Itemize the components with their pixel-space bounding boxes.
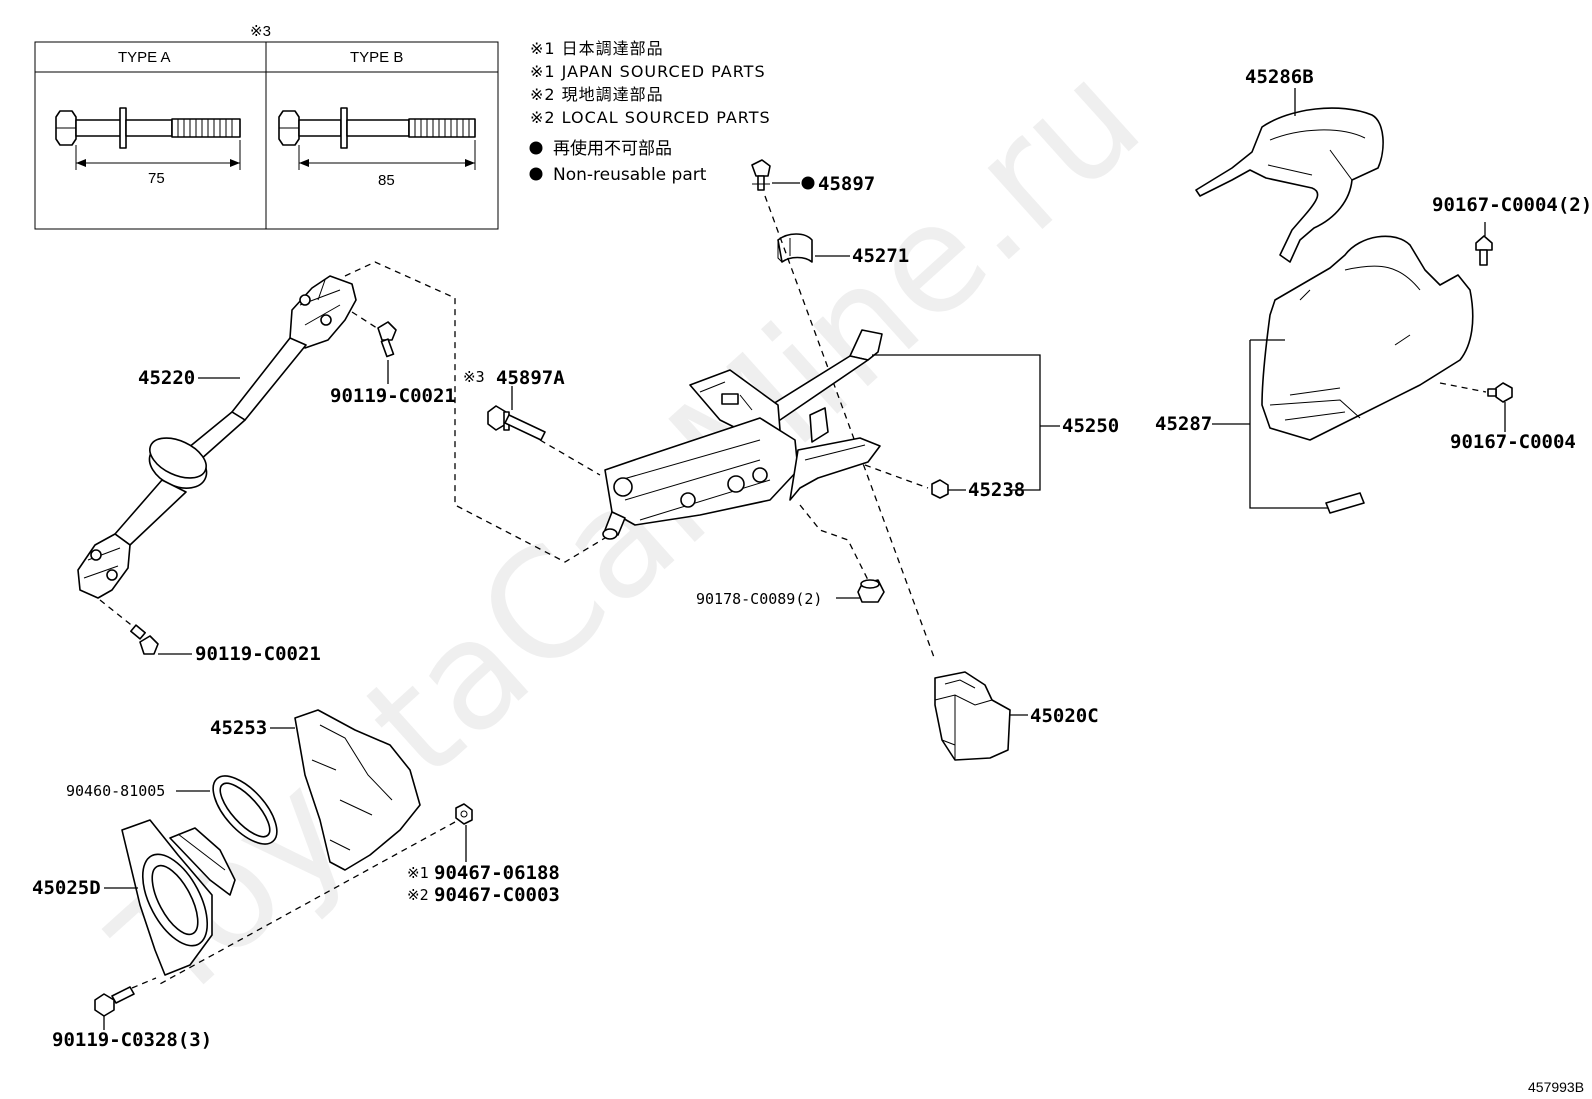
type-b-bolt-illustration: 85: [278, 107, 476, 189]
upper-column-cover: [1195, 107, 1384, 263]
steering-column-45250: [602, 329, 883, 540]
part-label-90119-c0328-3: 90119-C0328(3): [52, 1029, 212, 1051]
part-label-45271: 45271: [852, 245, 909, 267]
part-label-45897A: 45897A: [496, 367, 565, 389]
legend-local-jp: ※2 現地調達部品: [530, 85, 664, 104]
part-label-45220: 45220: [138, 367, 195, 389]
column-hole-boot-45025D: [121, 819, 236, 976]
legend: ※1 日本調達部品 ※1 JAPAN SOURCED PARTS ※2 現地調達…: [529, 39, 771, 185]
part-label-45025D: 45025D: [32, 877, 101, 899]
part-label-90119-c0021-lower: 90119-C0021: [195, 643, 321, 665]
bolt-icon: [130, 624, 159, 655]
legend-nonreusable-jp: 再使用不可部品: [553, 138, 672, 159]
part-label-45253: 45253: [210, 717, 267, 739]
bolt-type-inset: ※3 TYPE A TYPE B 75: [34, 23, 499, 230]
non-reusable-dot-icon: [801, 176, 815, 190]
part-label-45897: 45897: [818, 173, 875, 195]
pin-45897: [751, 159, 771, 191]
lower-column-cover: [1261, 235, 1474, 441]
part-label-90467-c0003: 90467-C0003: [434, 884, 560, 906]
seal-ring-90460: [212, 775, 278, 845]
grommet-90178: [857, 579, 885, 603]
part-label-90167-c0004: 90167-C0004: [1450, 431, 1576, 453]
lock-housing-45020C: [934, 671, 1011, 761]
part-label-45287: 45287: [1155, 413, 1212, 435]
bolt-90119-c0328: [94, 986, 135, 1017]
assembly-guide-line: [764, 195, 936, 661]
type-a-length: 75: [148, 170, 165, 187]
legend-nonreusable-en: Non-reusable part: [553, 165, 707, 185]
type-a-header: TYPE A: [118, 49, 171, 66]
legend-japan-en: ※1 JAPAN SOURCED PARTS: [530, 62, 766, 81]
clip-45271: [777, 233, 813, 263]
part-label-90119-c0021-upper: 90119-C0021: [330, 385, 456, 407]
part-label-45286B: 45286B: [1245, 66, 1314, 88]
part-label-90460-81005: 90460-81005: [66, 782, 165, 800]
column-hole-cover-45253: [294, 709, 421, 871]
type-b-header: TYPE B: [350, 49, 403, 66]
note-mark-90467-06188: ※1: [407, 864, 429, 882]
part-label-45020C: 45020C: [1030, 705, 1099, 727]
intermediate-shaft-45220: [77, 275, 357, 599]
part-label-45238: 45238: [968, 479, 1025, 501]
bolt-45897A: [487, 405, 546, 441]
legend-japan-jp: ※1 日本調達部品: [530, 39, 664, 58]
diagram-code: 457993B: [1528, 1079, 1584, 1095]
screw-icon: [1475, 235, 1493, 266]
bolt-icon: [377, 321, 397, 358]
note-mark-90467-c0003: ※2: [407, 886, 429, 904]
label-tag: [1325, 492, 1365, 514]
part-label-90178-c0089-2: 90178-C0089(2): [696, 590, 822, 608]
note-mark-45897A: ※3: [463, 368, 485, 386]
nut-90467: [455, 803, 473, 825]
part-label-90167-c0004-2: 90167-C0004(2): [1432, 194, 1592, 216]
screw-icon: [1487, 382, 1513, 403]
part-label-45250: 45250: [1062, 415, 1119, 437]
legend-local-en: ※2 LOCAL SOURCED PARTS: [530, 108, 771, 127]
inset-note-mark: ※3: [250, 23, 271, 40]
type-a-bolt-illustration: 75: [55, 107, 241, 187]
type-b-length: 85: [378, 172, 395, 189]
non-reusable-dot-icon: [529, 141, 543, 155]
nut-45238: [931, 479, 949, 499]
non-reusable-dot-icon: [529, 167, 543, 181]
part-label-90467-06188: 90467-06188: [434, 862, 560, 884]
